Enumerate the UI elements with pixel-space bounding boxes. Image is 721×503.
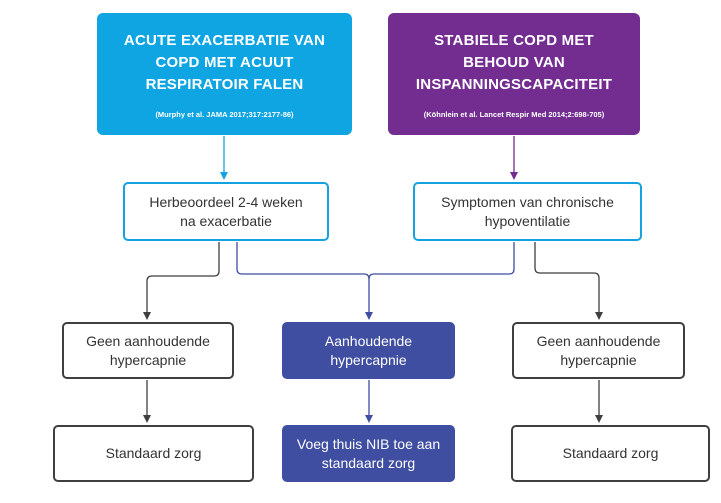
persistent-hypercapnia-box: Aanhoudende hypercapnie	[282, 322, 455, 379]
reassess-text: Herbeoordeel 2-4 weken na exacerbatie	[149, 193, 303, 229]
no-persistent-hypercapnia-right-box: Geen aanhoudende hypercapnie	[512, 322, 685, 379]
standard-care-left-box: Standaard zorg	[53, 425, 254, 482]
acute-exacerbation-reference: (Murphy et al. JAMA 2017;317:2177-86)	[155, 109, 294, 119]
standard-care-right-box: Standaard zorg	[511, 425, 710, 482]
arrow-mid-left-to-r-left	[143, 242, 220, 320]
acute-exacerbation-title: ACUTE EXACERBATIE VAN COPD MET ACUUT RES…	[123, 31, 326, 93]
stable-copd-reference: (Köhnlein et al. Lancet Respir Med 2014;…	[423, 109, 605, 119]
arrow-mid-left-to-r-center	[236, 242, 370, 280]
arrow-mid-right-to-r-center	[368, 242, 515, 280]
standard-care-right-text: Standaard zorg	[562, 445, 659, 461]
stable-copd-title: STABIELE COPD MET BEHOUD VAN INSPANNINGS…	[415, 31, 613, 93]
arrow-mid-right-to-r-right	[534, 242, 603, 320]
home-niv-box: Voeg thuis NIB toe aan standaard zorg	[282, 425, 455, 482]
persistent-hypercapnia-text: Aanhoudende hypercapnie	[324, 332, 413, 368]
no-persistent-hypercapnia-right-text: Geen aanhoudende hypercapnie	[536, 332, 661, 368]
home-niv-text: Voeg thuis NIB toe aan standaard zorg	[296, 435, 441, 471]
no-persistent-hypercapnia-left-box: Geen aanhoudende hypercapnie	[62, 322, 234, 379]
reassess-box: Herbeoordeel 2-4 weken na exacerbatie	[123, 182, 329, 241]
acute-exacerbation-box: ACUTE EXACERBATIE VAN COPD MET ACUUT RES…	[97, 13, 352, 135]
standard-care-left-text: Standaard zorg	[105, 445, 202, 461]
hypoventilation-symptoms-text: Symptomen van chronische hypoventilatie	[441, 193, 614, 229]
hypoventilation-symptoms-box: Symptomen van chronische hypoventilatie	[413, 182, 642, 241]
stable-copd-box: STABIELE COPD MET BEHOUD VAN INSPANNINGS…	[388, 13, 640, 135]
no-persistent-hypercapnia-left-text: Geen aanhoudende hypercapnie	[86, 332, 210, 368]
